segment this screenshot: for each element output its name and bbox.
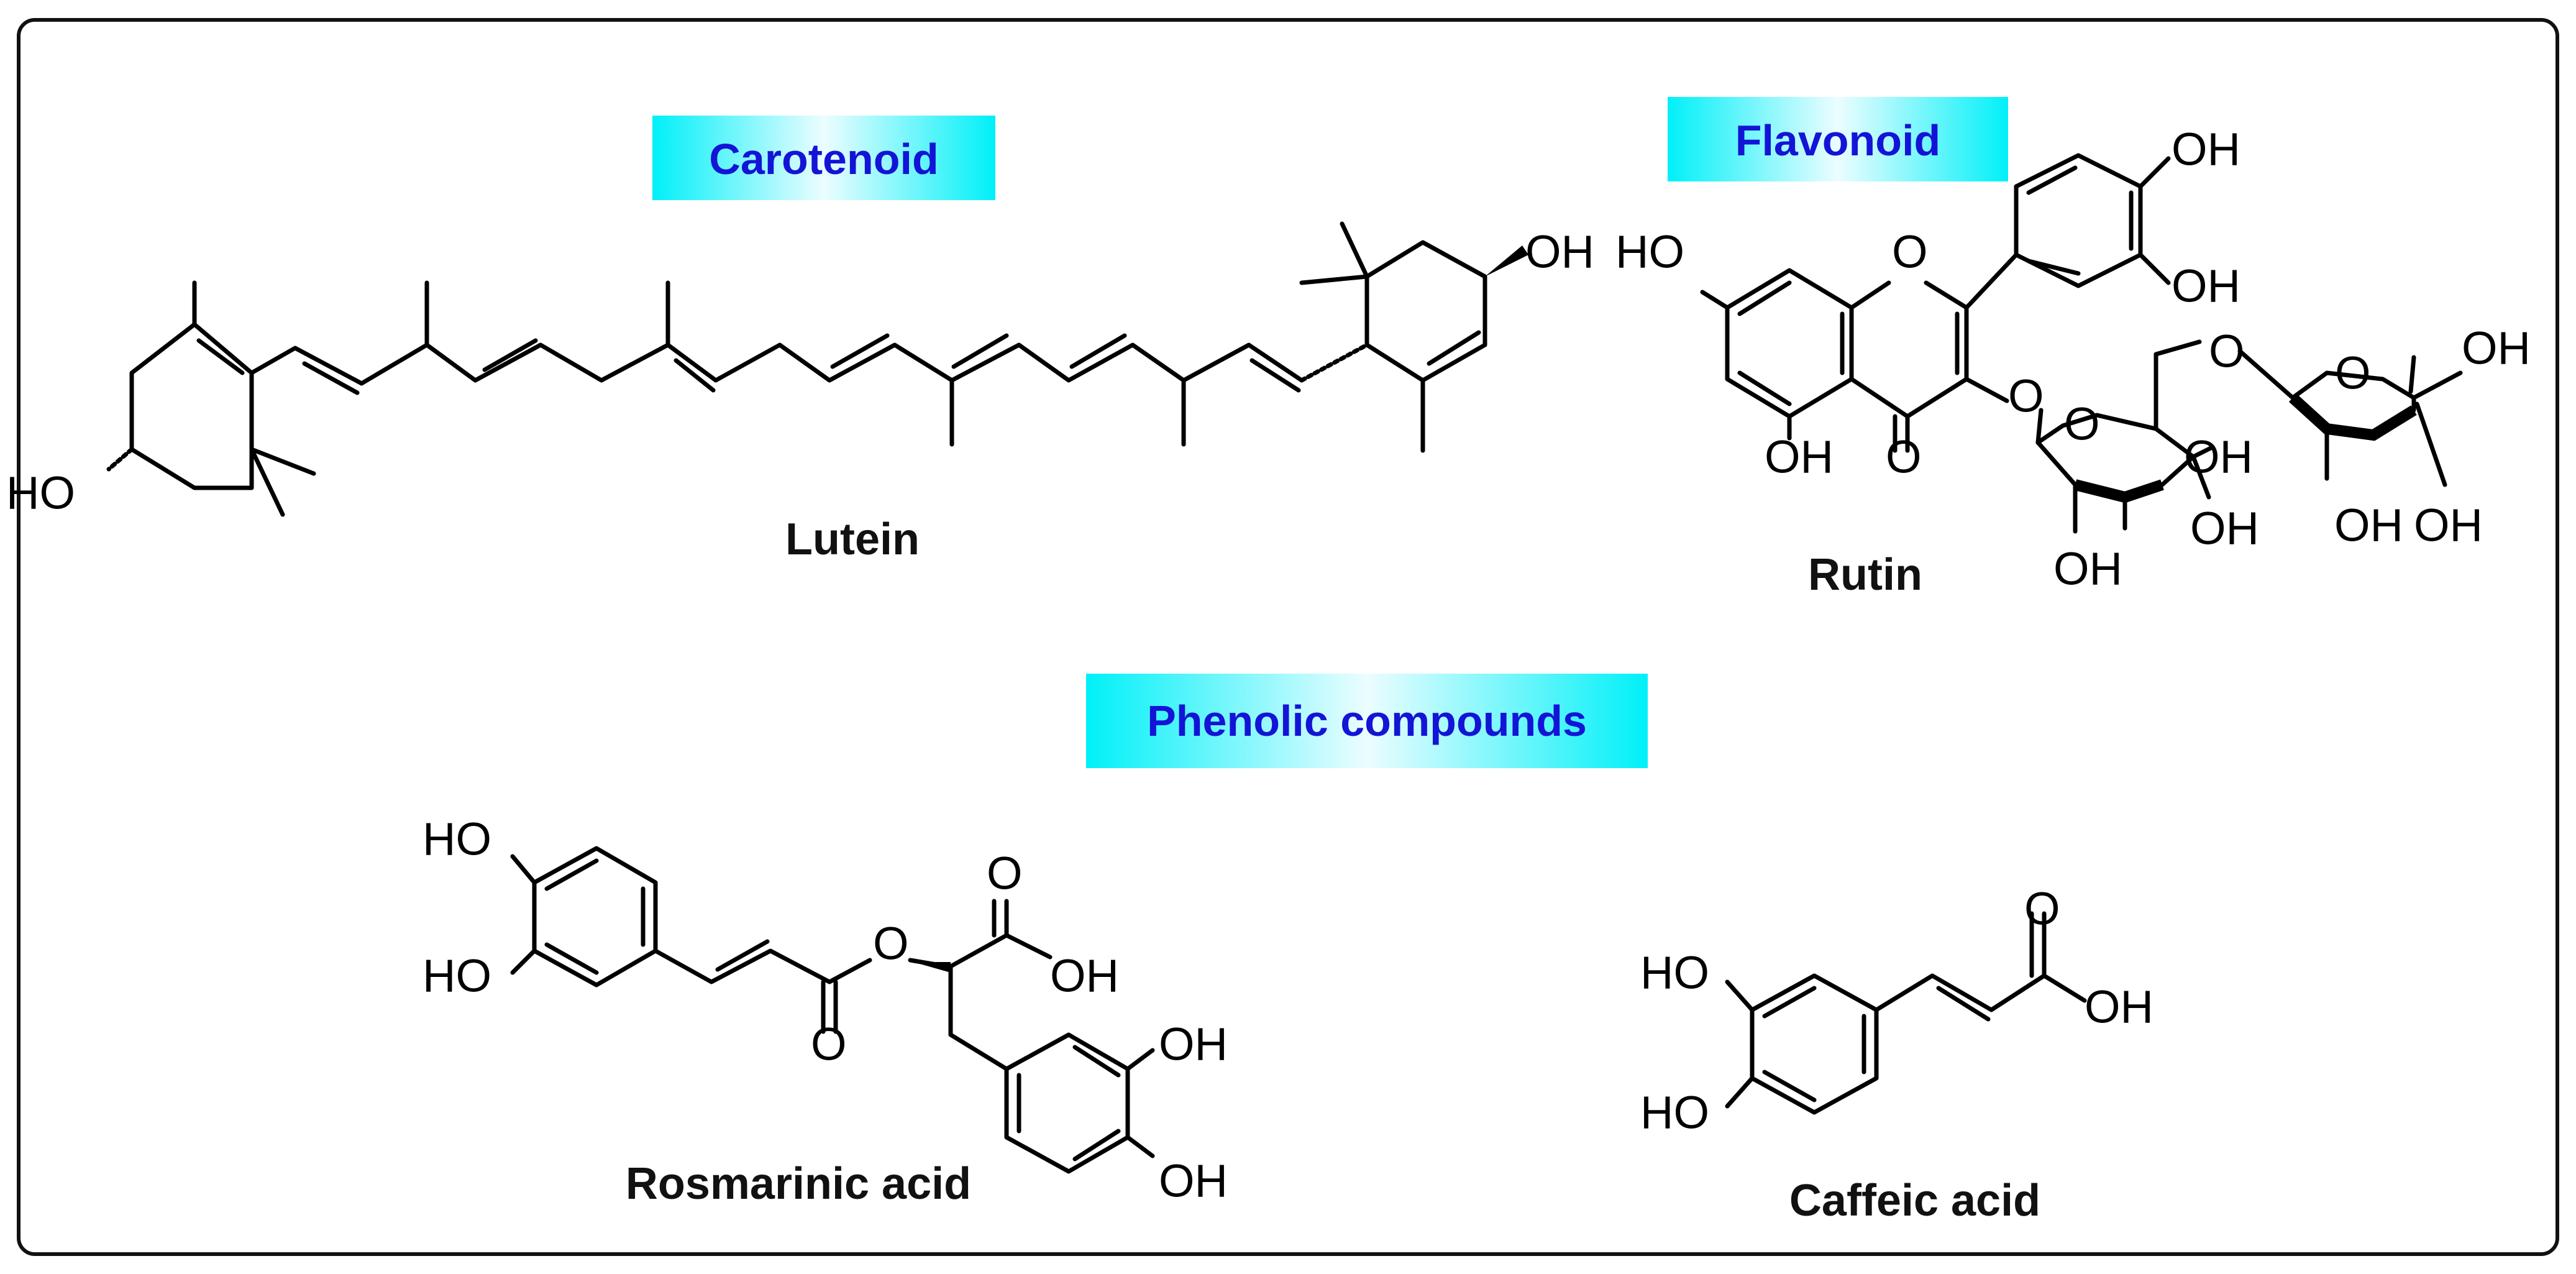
rosmarinic-oh-1: OH: [1159, 1019, 1228, 1070]
lutein-oh: OH: [1525, 226, 1594, 278]
rosmarinic-ho-1: HO: [422, 813, 491, 865]
lutein-name: Lutein: [785, 515, 920, 564]
rutin-oh-glc-2: OH: [2053, 543, 2122, 595]
rosmarinic-oh-2: OH: [1159, 1155, 1228, 1207]
figure-frame: [17, 18, 2559, 1256]
rutin-oh-3p: OH: [2172, 124, 2240, 175]
rosmarinic-o-carbonyl: O: [811, 1019, 847, 1070]
rutin-oh-4p: OH: [2172, 260, 2240, 312]
caffeic-oh-acid: OH: [2085, 981, 2154, 1033]
rutin-o-ring: O: [1892, 226, 1928, 278]
rutin-o-keto: O: [1886, 431, 1922, 483]
flavonoid-label: Flavonoid: [1735, 116, 1941, 165]
rutin-o-glc-ring: O: [2064, 398, 2100, 450]
class-label-carotenoid: Carotenoid: [652, 116, 995, 200]
rutin-oh-5: OH: [1765, 431, 1834, 483]
caffeic-acid-structure: HO HO O OH Caffeic acid: [1640, 883, 2154, 1226]
rosmarinic-name: Rosmarinic acid: [626, 1159, 971, 1209]
rosmarinic-oh-acid: OH: [1050, 950, 1119, 1002]
rutin-o-glyc: O: [2008, 370, 2044, 422]
phenolic-label: Phenolic compounds: [1147, 697, 1587, 745]
rutin-o-rha-ring: O: [2335, 347, 2371, 399]
rosmarinic-o-acid: O: [987, 848, 1023, 899]
rutin-ho-7: HO: [1615, 226, 1684, 278]
rosmarinic-ho-2: HO: [422, 950, 491, 1002]
class-label-flavonoid: Flavonoid: [1668, 97, 2008, 181]
carotenoid-label: Carotenoid: [709, 135, 938, 183]
caffeic-name: Caffeic acid: [1789, 1176, 2040, 1226]
lutein-ho: HO: [6, 467, 75, 519]
rutin-oh-rha-3: OH: [2414, 500, 2483, 551]
rosmarinic-o-ester: O: [873, 918, 909, 969]
rutin-oh-glc-4: OH: [2184, 431, 2253, 483]
rutin-o-link: O: [2209, 326, 2245, 377]
lutein-structure: HO OH Lutein: [6, 221, 1594, 564]
rosmarinic-acid-structure: HO HO O O O OH OH OH Rosmarinic acid: [422, 813, 1228, 1209]
caffeic-ho-2: HO: [1640, 1087, 1709, 1139]
caffeic-o-acid: O: [2024, 883, 2060, 935]
rutin-oh-glc-3: OH: [2190, 503, 2259, 554]
rutin-name: Rutin: [1808, 550, 1922, 600]
rutin-oh-rha-1: OH: [2462, 323, 2531, 374]
rutin-structure: HO O OH OH OH O O O O O OH OH OH OH OH O…: [1615, 124, 2531, 600]
class-label-phenolic: Phenolic compounds: [1086, 674, 1648, 768]
caffeic-ho-1: HO: [1640, 947, 1709, 999]
rutin-oh-rha-2: OH: [2334, 500, 2403, 551]
